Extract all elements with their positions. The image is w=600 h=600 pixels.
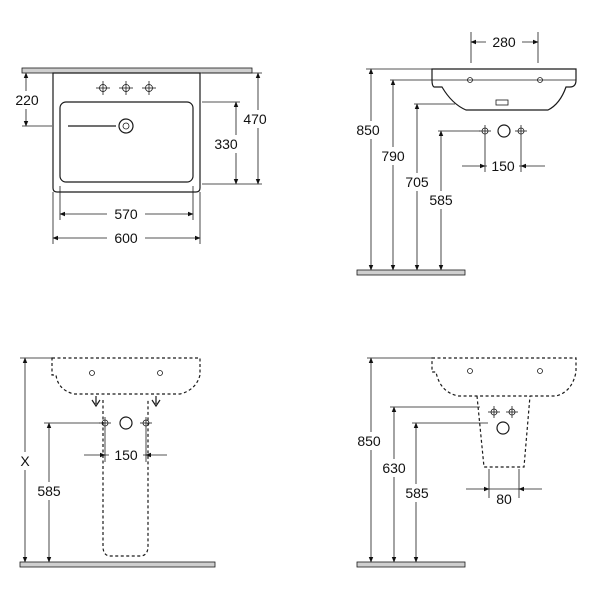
dim-330: 330 [214,136,238,152]
side-pedestal-view: 850 630 585 80 [353,357,577,568]
dim-470: 470 [243,111,267,127]
dim-220: 220 [15,92,39,108]
supply-connections-side [488,406,518,435]
dim-150: 150 [491,158,515,174]
dim-585: 585 [429,192,453,208]
floor-strip-side [356,561,466,568]
dim-600: 600 [114,230,138,246]
dim-790: 790 [381,148,405,164]
basin-dashed [51,357,201,395]
drain [68,118,134,134]
supply-connections-front [99,416,152,430]
dim-630: 630 [382,460,406,476]
side-view: 280 850 790 705 585 [351,32,577,276]
wall-strip [21,67,253,74]
dim-850: 850 [356,122,380,138]
floor-strip [356,269,466,276]
dim-585-side: 585 [405,485,429,501]
pedestal-dashed [102,400,149,557]
dim-280: 280 [492,34,516,50]
dim-850-side: 850 [357,433,381,449]
dim-705: 705 [405,174,429,190]
basin-outline [52,72,201,193]
side-pedestal-dashed [476,395,531,468]
dim-x: X [20,453,30,469]
supply-connections [479,124,527,138]
dim-570: 570 [114,206,138,222]
tap-holes [96,81,156,95]
dim-585-front: 585 [37,483,61,499]
front-pedestal-view: X 585 150 [16,357,216,568]
side-basin-dashed [431,357,577,397]
top-view: 220 470 330 570 600 [10,67,273,247]
dim-80: 80 [496,491,512,507]
basin-profile [431,68,577,111]
floor-strip-front [19,561,216,568]
dim-150-front: 150 [114,447,138,463]
basin-bowl [59,101,194,183]
